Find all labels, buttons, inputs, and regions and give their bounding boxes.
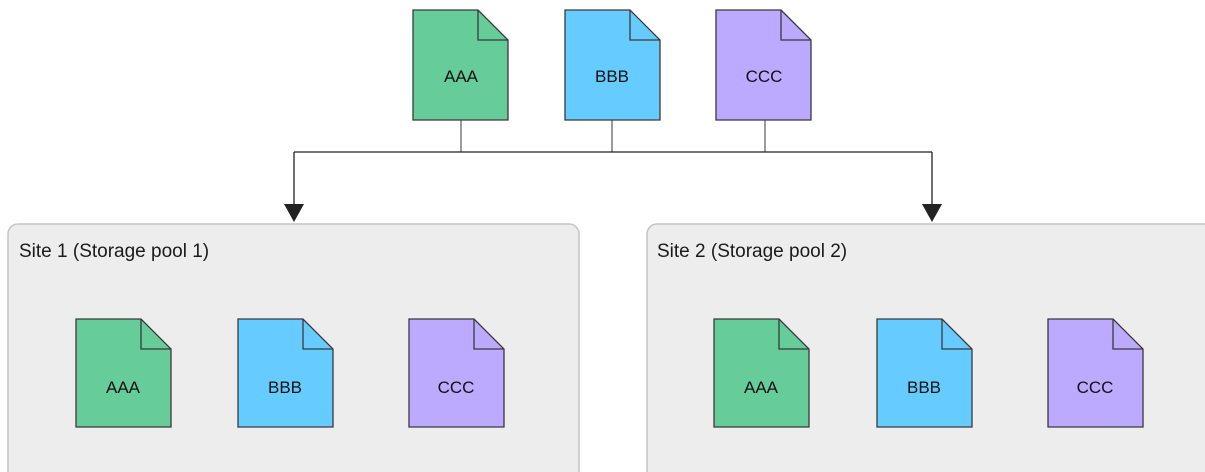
document-icon [876, 318, 973, 428]
document-label: CCC [746, 67, 783, 86]
site-2-title: Site 2 (Storage pool 2) [657, 241, 847, 262]
document-fold [629, 10, 660, 41]
document-label: CCC [1077, 378, 1114, 397]
replication-connectors [284, 120, 942, 222]
site-1-object-ccc: CCC [408, 318, 505, 428]
document-fold [780, 10, 811, 41]
document-label: BBB [595, 67, 629, 86]
document-icon [564, 9, 661, 121]
document-fold [477, 10, 508, 41]
site-2-object-aaa: AAA [713, 318, 810, 428]
document-icon [237, 318, 334, 428]
site-1-object-bbb: BBB [237, 318, 334, 428]
source-object-aaa: AAA [412, 9, 509, 121]
site-1-title: Site 1 (Storage pool 1) [19, 241, 209, 262]
arrow-down-icon [922, 204, 942, 222]
document-label: BBB [268, 378, 302, 397]
site-2-objects: AAA BBB CCC [713, 318, 1144, 428]
document-label: AAA [744, 378, 779, 397]
document-label: AAA [106, 378, 141, 397]
document-label: BBB [907, 378, 941, 397]
document-icon [715, 9, 812, 121]
document-icon [408, 318, 505, 428]
document-icon [713, 318, 810, 428]
document-fold [140, 319, 171, 350]
source-object-ccc: CCC [715, 9, 812, 121]
arrow-down-icon [284, 204, 304, 222]
document-fold [302, 319, 333, 350]
site-1-object-aaa: AAA [75, 318, 172, 428]
document-fold [473, 319, 504, 350]
document-fold [1112, 319, 1143, 350]
document-label: CCC [438, 378, 475, 397]
document-label: AAA [444, 67, 479, 86]
document-icon [75, 318, 172, 428]
site-1-objects: AAA BBB CCC [75, 318, 505, 428]
document-fold [778, 319, 809, 350]
site-2-object-ccc: CCC [1047, 318, 1144, 428]
source-object-bbb: BBB [564, 9, 661, 121]
document-icon [412, 9, 509, 121]
source-objects: AAA BBB CCC [412, 9, 812, 121]
site-2-object-bbb: BBB [876, 318, 973, 428]
document-icon [1047, 318, 1144, 428]
document-fold [941, 319, 972, 350]
